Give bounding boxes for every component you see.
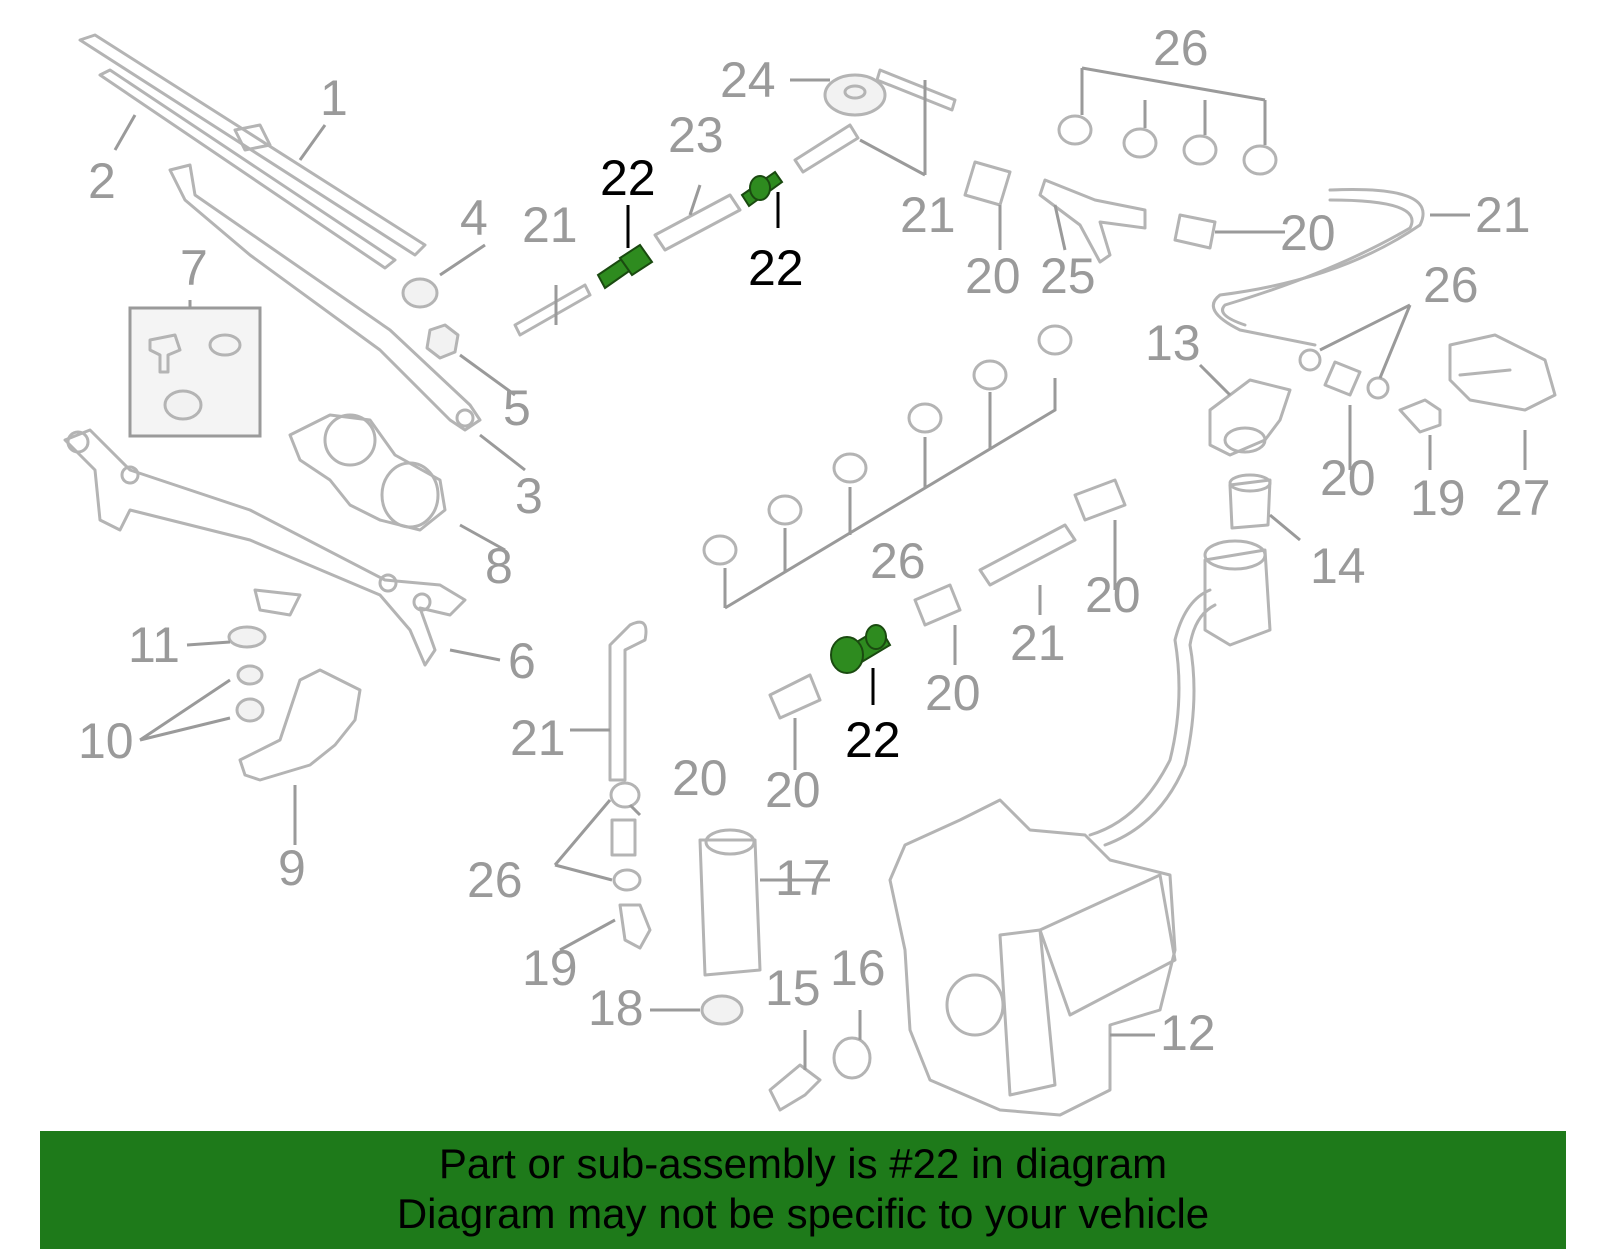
- wiper-motor-part: [288, 413, 447, 532]
- callout-20-g: 20: [672, 750, 728, 806]
- banner-line-1: Part or sub-assembly is #22 in diagram: [438, 1140, 1168, 1187]
- callout-18: 18: [588, 980, 644, 1036]
- callout-26-right: 26: [1423, 257, 1479, 313]
- callout-23: 23: [668, 107, 724, 163]
- callout-24: 24: [720, 52, 776, 108]
- callout-2: 2: [88, 153, 116, 209]
- callout-4: 4: [460, 190, 488, 246]
- lower-center-parts: [608, 620, 872, 1112]
- callout-20-e: 20: [925, 665, 981, 721]
- wiper-linkage-part: [63, 428, 467, 667]
- callout-10: 10: [78, 713, 134, 769]
- callout-19-left: 19: [522, 940, 578, 996]
- callout-3: 3: [515, 468, 543, 524]
- nut-part: [425, 323, 460, 360]
- callout-9: 9: [278, 840, 306, 896]
- callout-20-f: 20: [765, 762, 821, 818]
- clip-row-part: [702, 324, 1073, 610]
- callout-22-a: 22: [600, 150, 656, 206]
- callout-20-d: 20: [1085, 567, 1141, 623]
- right-top-hoses-part: [963, 114, 1425, 347]
- callout-26-left: 26: [467, 852, 523, 908]
- callout-11: 11: [128, 617, 180, 673]
- center-right-hoses-part: [768, 478, 1127, 720]
- callout-6: 6: [508, 633, 536, 689]
- wiper-arm-part: [168, 163, 482, 432]
- hose-part: [513, 68, 957, 337]
- callout-22-b: 22: [748, 240, 804, 296]
- banner-line-2: Diagram may not be specific to your vehi…: [396, 1190, 1210, 1237]
- callout-8: 8: [485, 538, 513, 594]
- info-banner: Part or sub-assembly is #22 in diagram D…: [40, 1131, 1566, 1249]
- callout-14: 14: [1310, 538, 1366, 594]
- cap-part: [401, 277, 439, 309]
- callout-21-c: 21: [1475, 187, 1531, 243]
- callout-20-a: 20: [965, 248, 1021, 304]
- callout-19-right: 19: [1410, 470, 1466, 526]
- callout-25: 25: [1040, 248, 1096, 304]
- grommet-part: [227, 625, 267, 723]
- callout-21-b: 21: [900, 187, 956, 243]
- callout-26-top: 26: [1153, 20, 1209, 76]
- callout-16: 16: [830, 940, 886, 996]
- wiper-blade-part: [78, 33, 427, 270]
- callout-20-c: 20: [1320, 450, 1376, 506]
- callout-26-center: 26: [870, 533, 926, 589]
- bracket-part: [238, 668, 362, 782]
- leader-lines: [113, 66, 1527, 1070]
- callout-5: 5: [503, 380, 531, 436]
- callout-22-c: 22: [845, 712, 901, 768]
- kit-box-part: [128, 306, 262, 438]
- callout-13: 13: [1145, 315, 1201, 371]
- callout-7: 7: [180, 240, 208, 296]
- callout-12: 12: [1160, 1005, 1216, 1061]
- washer-reservoir-part: [888, 539, 1272, 1117]
- callout-20-b: 20: [1280, 205, 1336, 261]
- callout-15: 15: [765, 960, 821, 1016]
- callout-21-e: 21: [510, 710, 566, 766]
- highlighted-connector-part: [596, 170, 892, 674]
- right-middle-parts: [1208, 333, 1557, 530]
- callout-labels: 1 2 3 4 5 6 7 8 9 10 11 12 13 14 15 16 1…: [78, 20, 1551, 1061]
- callout-1: 1: [320, 70, 348, 126]
- callout-27: 27: [1495, 470, 1551, 526]
- callout-17: 17: [775, 850, 831, 906]
- callout-21-d: 21: [1010, 615, 1066, 671]
- callout-21-a: 21: [522, 197, 578, 253]
